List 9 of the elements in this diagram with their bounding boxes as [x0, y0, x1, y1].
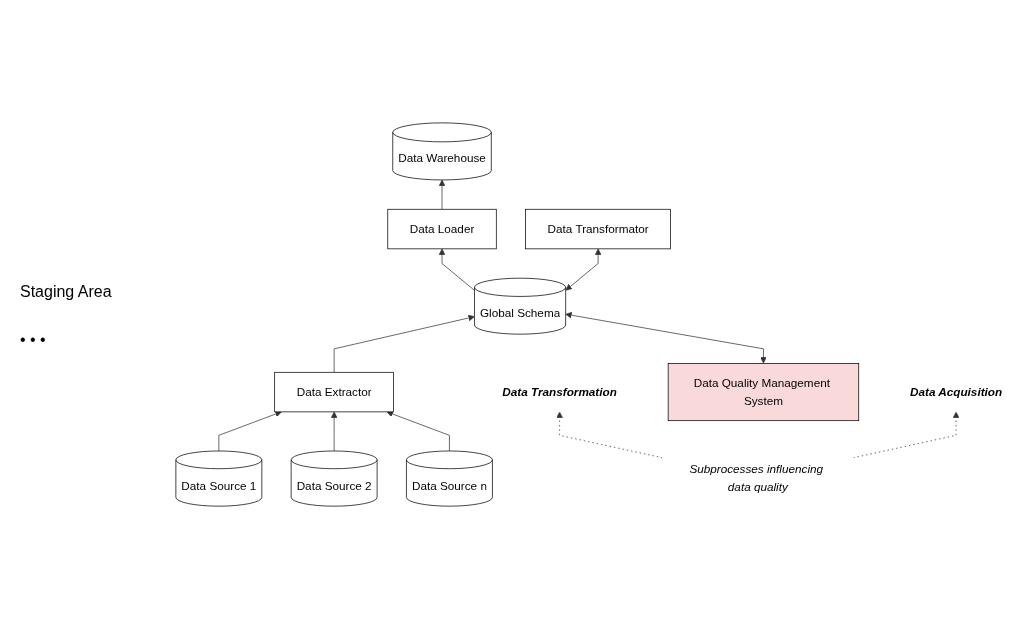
node-box: Data Loader — [387, 209, 497, 250]
node-box: Data Transformator — [525, 209, 671, 250]
label-text: • • • — [20, 330, 47, 349]
node-box: Data Quality Management System — [667, 363, 860, 422]
node-box: Data Extractor — [274, 372, 394, 413]
label-text: Staging Area — [20, 282, 113, 301]
node-text: Data Transformation — [502, 385, 617, 399]
node-text: Data Acquisition — [910, 385, 1003, 399]
node-text: Subprocesses influencing data quality — [689, 463, 824, 494]
